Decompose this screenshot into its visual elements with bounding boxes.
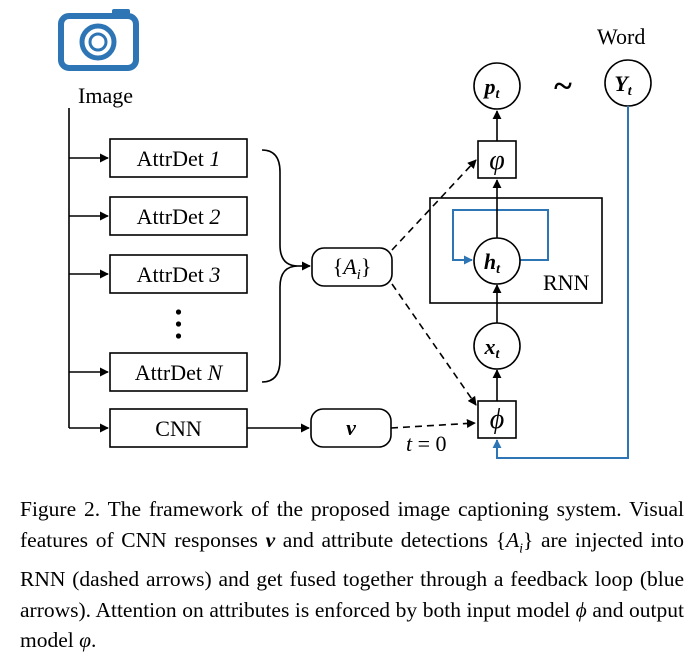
attrdet-box-2: AttrDet 2 bbox=[109, 196, 248, 236]
attrdet-box-n: AttrDet N bbox=[109, 352, 248, 392]
input-model-phi-box: ϕ bbox=[477, 400, 517, 439]
rnn-box bbox=[429, 197, 603, 304]
figure-caption: Figure 2. The framework of the proposed … bbox=[20, 497, 685, 653]
svg-text:pt: pt bbox=[483, 74, 501, 102]
svg-text:AttrDet N: AttrDet N bbox=[135, 360, 224, 385]
vertical-ellipsis bbox=[175, 309, 182, 339]
detector-brace bbox=[261, 149, 299, 383]
svg-text:ht: ht bbox=[484, 249, 501, 277]
dashed-injection-arrows bbox=[390, 159, 477, 429]
svg-text:{Ai}: {Ai} bbox=[333, 254, 372, 283]
word-feedback-arrow bbox=[492, 106, 629, 459]
h-node: ht bbox=[473, 237, 521, 285]
attrdet-box-1: AttrDet 1 bbox=[109, 138, 248, 178]
svg-text:v: v bbox=[346, 415, 356, 440]
svg-text:AttrDet 1: AttrDet 1 bbox=[137, 146, 221, 171]
attrdet-box-3: AttrDet 3 bbox=[109, 254, 248, 294]
t-zero-label: t = 0 bbox=[406, 431, 447, 456]
sampled-from-tilde: ~ bbox=[554, 68, 572, 105]
svg-text:AttrDet 2: AttrDet 2 bbox=[137, 204, 221, 229]
camera-icon bbox=[58, 9, 139, 71]
attributes-node: {Ai} bbox=[311, 247, 393, 287]
image-label: Image bbox=[78, 83, 133, 108]
cnn-box: CNN bbox=[109, 408, 248, 448]
svg-text:CNN: CNN bbox=[155, 416, 202, 441]
framework-diagram: Image AttrDet 1 AttrDet 2 AttrDet 3 Attr… bbox=[58, 9, 652, 459]
output-model-varphi-box: φ bbox=[477, 140, 517, 179]
svg-text:Yt: Yt bbox=[614, 71, 632, 99]
svg-text:xt: xt bbox=[484, 334, 501, 362]
svg-text:ϕ: ϕ bbox=[490, 404, 505, 435]
v-node: v bbox=[310, 408, 392, 448]
p-node: pt bbox=[473, 62, 521, 110]
svg-text:φ: φ bbox=[489, 145, 505, 176]
x-node: xt bbox=[473, 322, 521, 370]
rnn-label: RNN bbox=[543, 270, 590, 295]
detector-branch-arrows bbox=[69, 153, 109, 433]
recurrent-loop-arrow bbox=[452, 209, 549, 265]
y-node: Yt bbox=[604, 59, 652, 107]
svg-text:AttrDet 3: AttrDet 3 bbox=[137, 262, 221, 287]
word-label: Word bbox=[597, 24, 645, 49]
